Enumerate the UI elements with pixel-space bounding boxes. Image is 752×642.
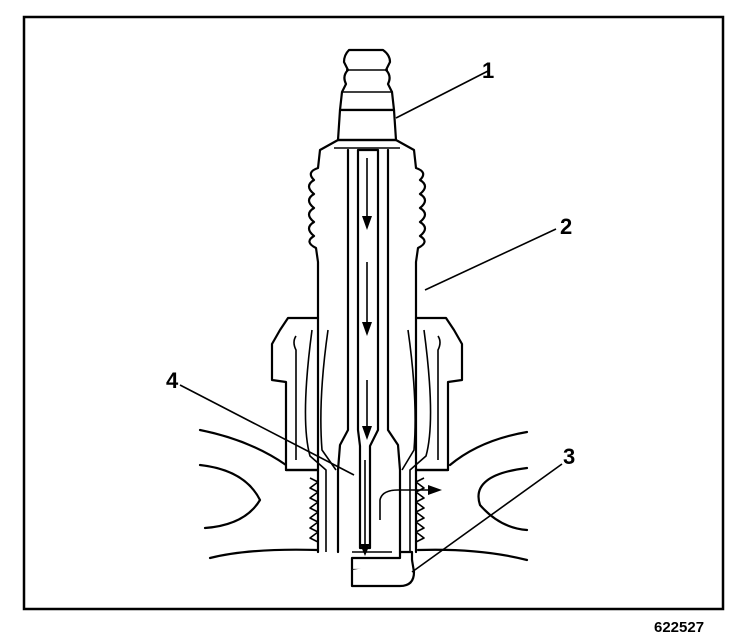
leader-lines — [179, 70, 563, 573]
callout-2: 2 — [560, 214, 572, 239]
callout-4: 4 — [166, 368, 179, 393]
insulator — [307, 138, 340, 320]
threads-right — [415, 477, 425, 543]
figure-id: 622527 — [654, 619, 704, 636]
figure-border — [22, 15, 725, 611]
terminal-nut — [338, 48, 396, 112]
center-electrode — [356, 148, 380, 550]
cylinder-head — [198, 428, 529, 562]
current-flow-arrows — [360, 158, 442, 556]
callout-3: 3 — [563, 444, 575, 469]
spark-plug — [270, 48, 464, 588]
threads-left — [309, 477, 319, 543]
callout-1: 1 — [482, 58, 494, 83]
